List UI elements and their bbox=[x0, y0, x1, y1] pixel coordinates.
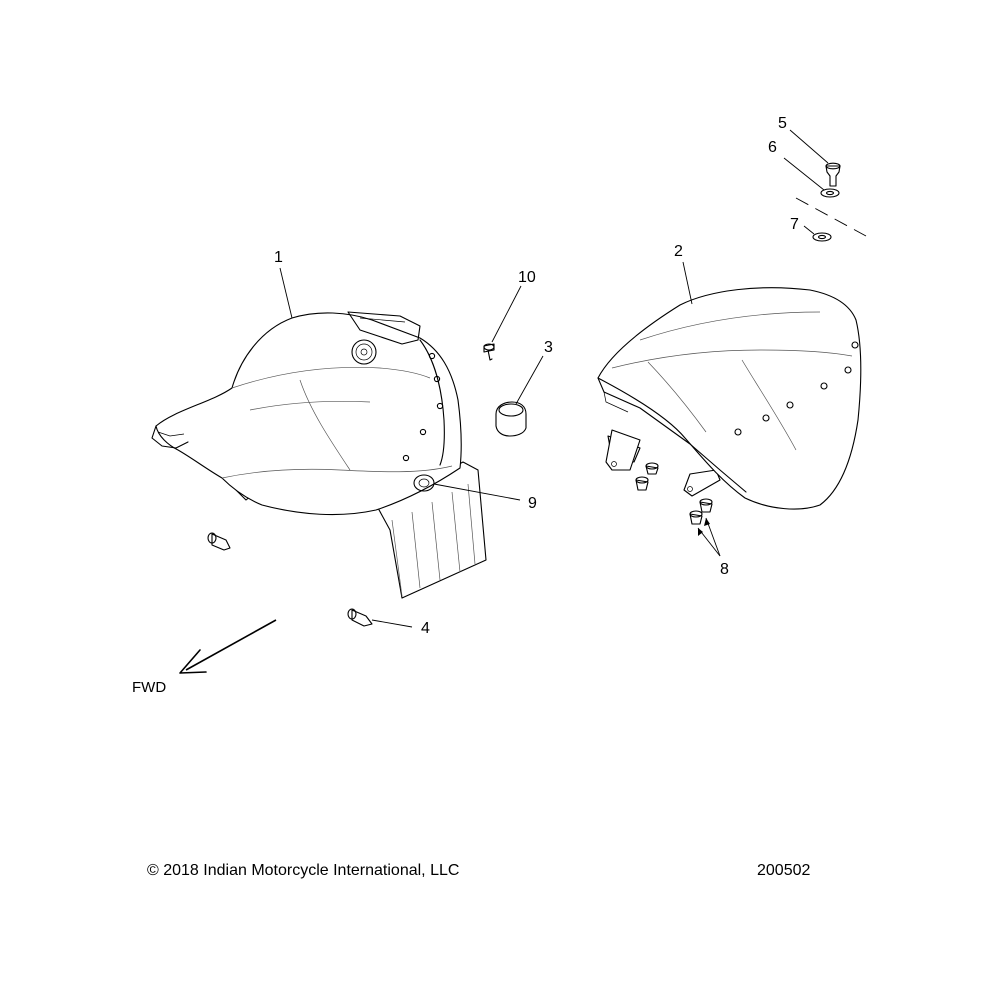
leader-5 bbox=[789, 129, 829, 164]
screw-part-4a[interactable] bbox=[207, 532, 231, 551]
copyright-notice: © 2018 Indian Motorcycle International, … bbox=[147, 862, 460, 879]
callout-5: 5 bbox=[778, 115, 787, 132]
leader-10 bbox=[491, 285, 522, 343]
nut-part-7[interactable] bbox=[812, 232, 832, 242]
leader-4 bbox=[371, 619, 413, 628]
leader-8 bbox=[697, 517, 721, 557]
callout-4: 4 bbox=[421, 620, 430, 637]
callout-6: 6 bbox=[768, 139, 777, 156]
leader-1 bbox=[279, 267, 293, 319]
screw-part-8a[interactable] bbox=[645, 462, 659, 475]
callout-9: 9 bbox=[528, 495, 537, 512]
leader-3 bbox=[515, 355, 544, 405]
callout-10: 10 bbox=[518, 269, 536, 286]
diagram-number: 200502 bbox=[757, 862, 811, 879]
screw-part-8c[interactable] bbox=[699, 498, 713, 513]
forward-direction-arrow bbox=[179, 619, 277, 674]
leader-7 bbox=[803, 225, 815, 235]
screw-part-10[interactable] bbox=[483, 343, 495, 361]
bumper-grommet[interactable] bbox=[495, 401, 527, 437]
passenger-seat[interactable] bbox=[597, 287, 862, 510]
washer-part-6[interactable] bbox=[820, 188, 840, 198]
leader-9 bbox=[433, 483, 521, 501]
callout-1: 1 bbox=[274, 249, 283, 266]
callout-7: 7 bbox=[790, 216, 799, 233]
screw-part-8b[interactable] bbox=[635, 476, 649, 491]
bolt-part-5[interactable] bbox=[825, 162, 841, 187]
callout-3: 3 bbox=[544, 339, 553, 356]
leader-2 bbox=[682, 261, 693, 305]
screw-part-4b[interactable] bbox=[347, 608, 373, 627]
screw-part-8d[interactable] bbox=[689, 510, 703, 525]
callout-8: 8 bbox=[720, 561, 729, 578]
driver-seat[interactable] bbox=[151, 311, 487, 599]
centerline bbox=[795, 197, 867, 237]
callout-2: 2 bbox=[674, 243, 683, 260]
leader-6 bbox=[783, 157, 825, 191]
fwd-label: FWD bbox=[132, 679, 166, 696]
